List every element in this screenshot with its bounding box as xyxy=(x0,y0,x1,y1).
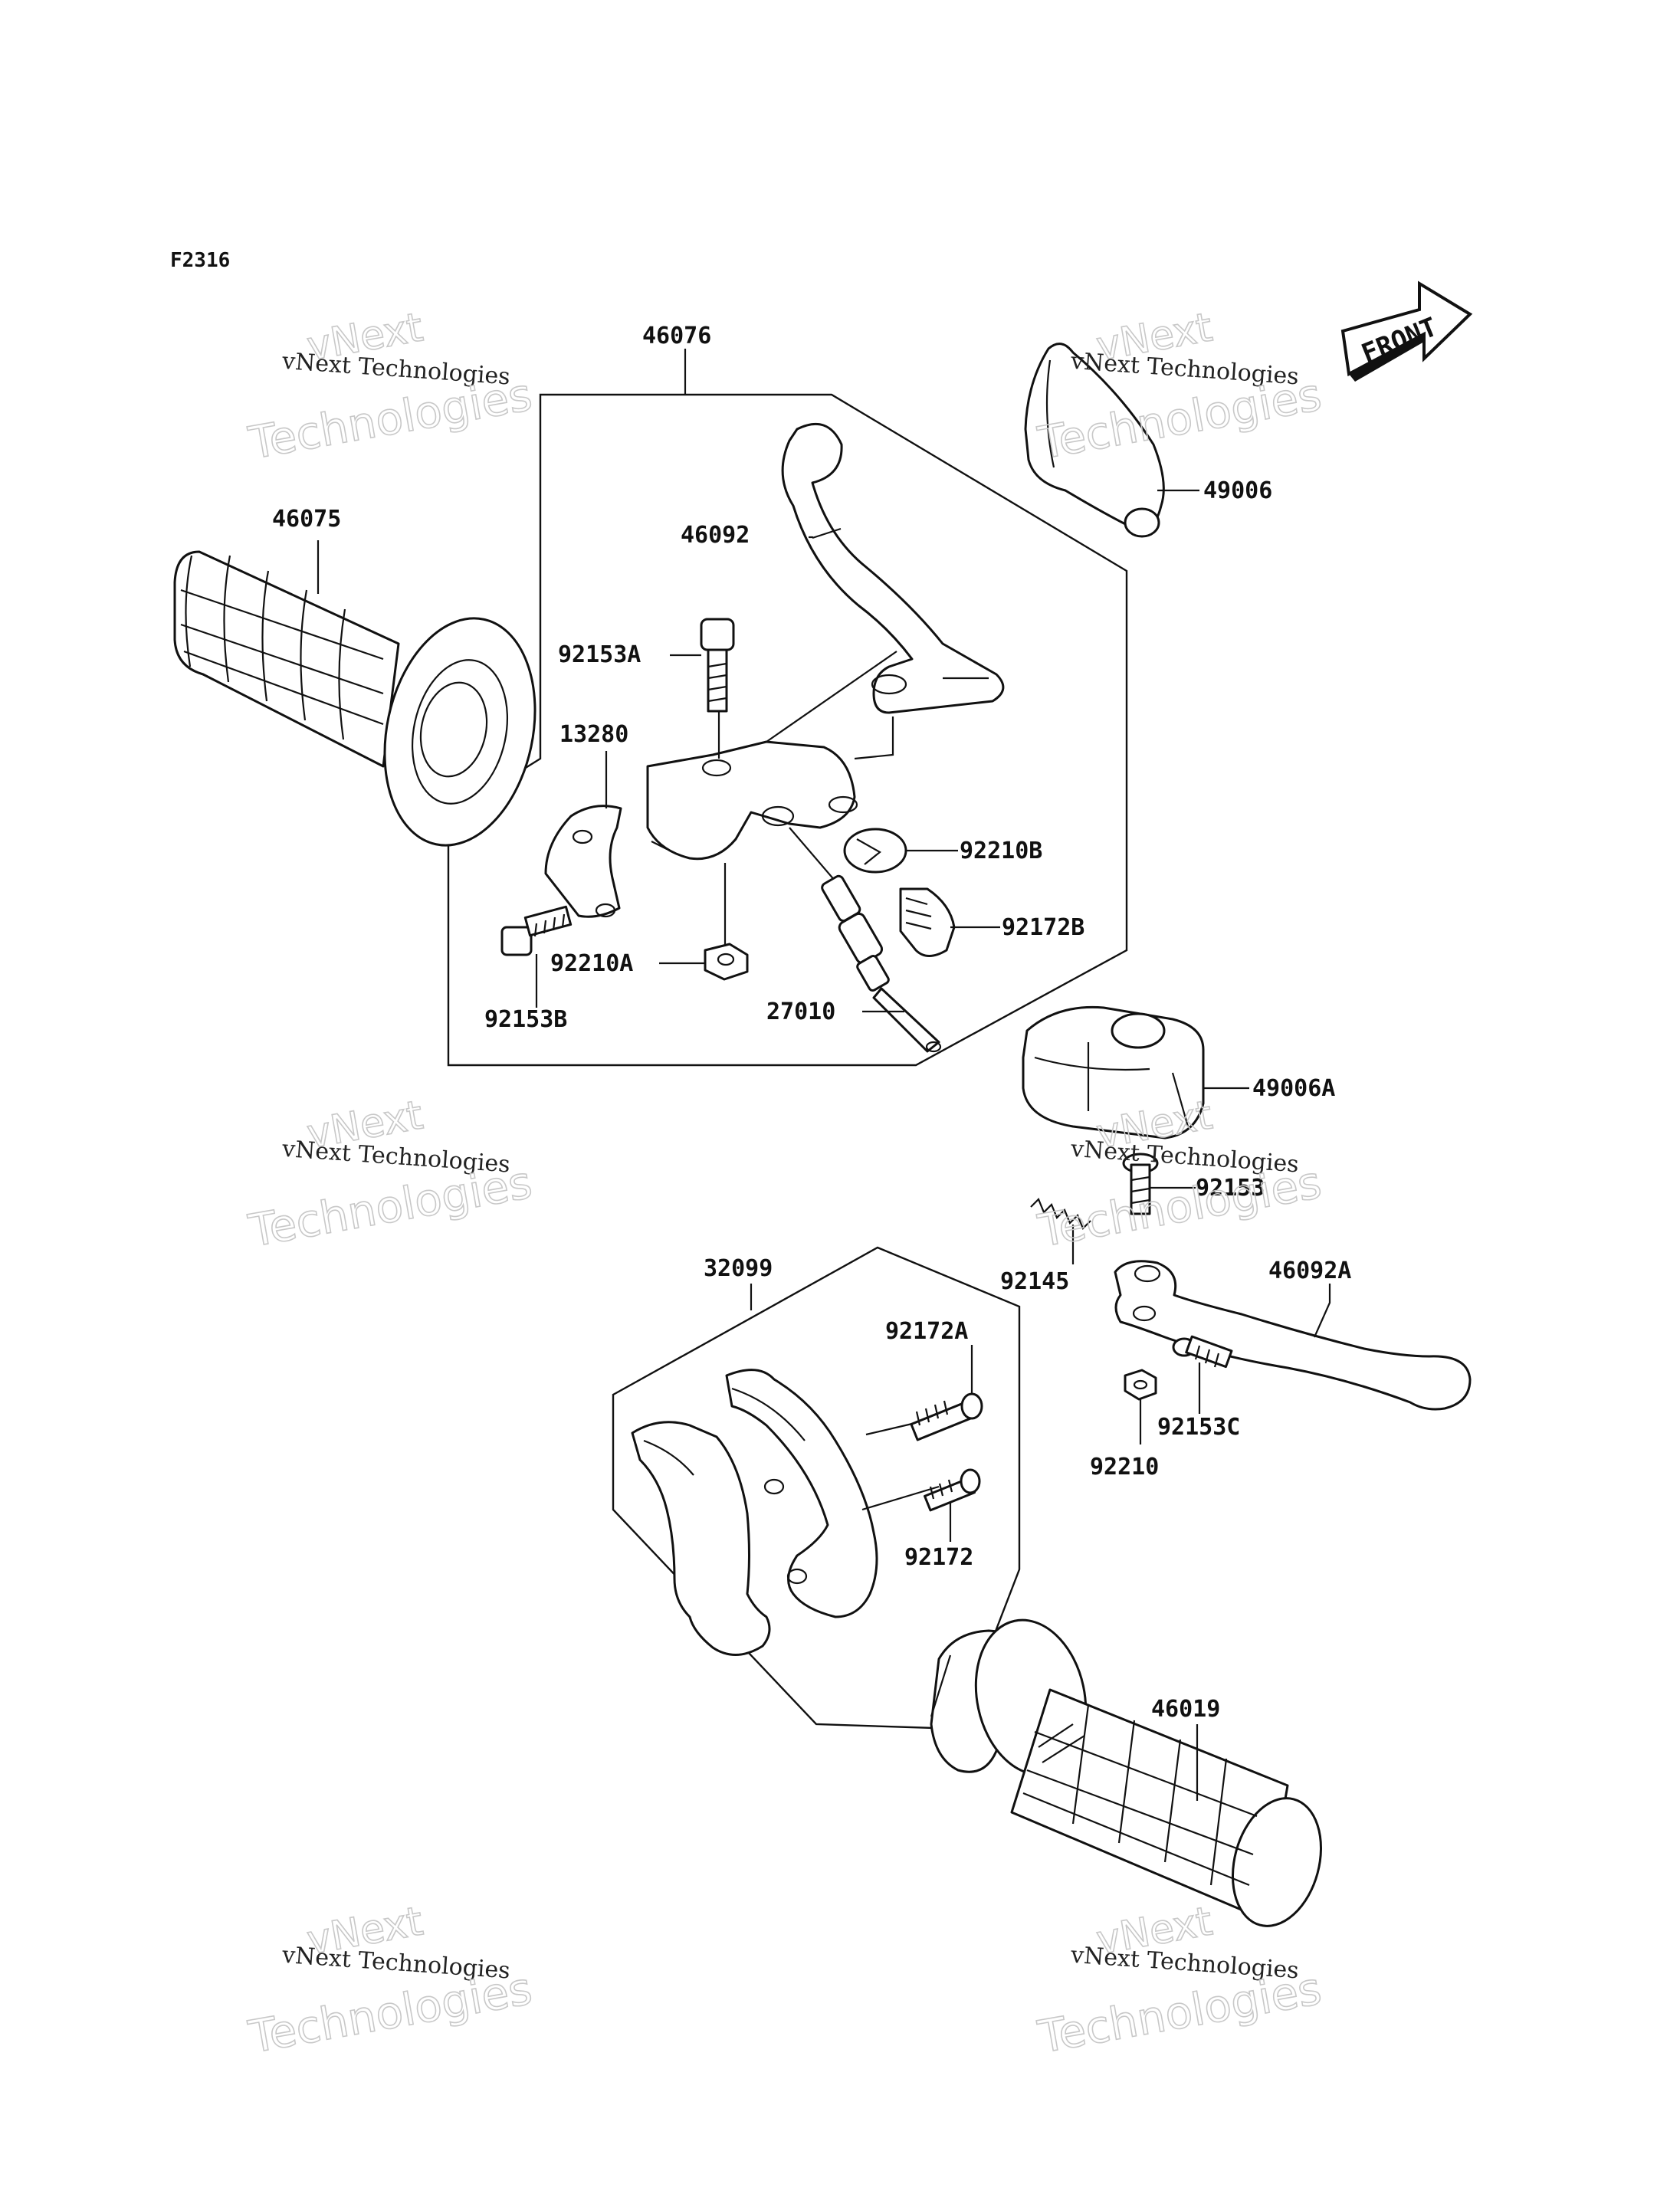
svg-text:Technologies: Technologies xyxy=(1034,1156,1325,1258)
leader-lines xyxy=(317,349,1331,1801)
bolt-92153A xyxy=(700,618,735,713)
bolt-92153B xyxy=(500,905,573,956)
label-46092A: 46092A xyxy=(1268,1258,1351,1284)
lever-46092 xyxy=(781,422,1005,714)
adjuster-92210B xyxy=(843,828,907,874)
nut-92210A xyxy=(704,943,749,981)
label-13280: 13280 xyxy=(559,721,628,748)
label-92153C: 92153C xyxy=(1157,1414,1240,1441)
spring-92145 xyxy=(1030,1198,1091,1230)
screw-92172A xyxy=(910,1392,983,1441)
watermark-middle-left: vNext vNext Technologies Technologies xyxy=(244,1092,536,1258)
clutch-holder xyxy=(646,740,858,861)
grip-46019 xyxy=(930,1618,1323,1927)
screw-92172 xyxy=(924,1468,981,1512)
label-49006: 49006 xyxy=(1203,477,1272,504)
label-46092: 46092 xyxy=(681,522,750,549)
bolt-92153C xyxy=(1172,1335,1233,1369)
label-46019: 46019 xyxy=(1151,1696,1220,1723)
cover-49006A xyxy=(1022,1005,1205,1139)
label-92210A: 92210A xyxy=(550,950,633,977)
label-46075: 46075 xyxy=(272,506,341,533)
adjuster-92172B xyxy=(899,887,956,957)
label-46076: 46076 xyxy=(642,323,711,349)
svg-text:Technologies: Technologies xyxy=(244,1963,536,2064)
grip-46075 xyxy=(173,550,536,847)
label-92210: 92210 xyxy=(1090,1454,1159,1481)
svg-text:Technologies: Technologies xyxy=(244,1156,536,1258)
front-arrow-icon: FRONT xyxy=(1340,280,1473,382)
nut-92210 xyxy=(1124,1369,1157,1401)
label-32099: 32099 xyxy=(704,1255,773,1282)
clamp-13280 xyxy=(544,805,622,918)
watermark-bottom-left: vNext vNext Technologies Technologies xyxy=(244,1898,536,2064)
cable-27010 xyxy=(789,827,942,1053)
figure-code: F2316 xyxy=(170,249,230,272)
watermark-top-left: vNext vNext Technologies Technologies xyxy=(244,304,536,471)
label-92153: 92153 xyxy=(1196,1175,1265,1202)
label-92172B: 92172B xyxy=(1002,914,1084,941)
label-92153B: 92153B xyxy=(484,1006,567,1033)
label-49006A: 49006A xyxy=(1252,1075,1335,1102)
label-92153A: 92153A xyxy=(558,641,641,668)
label-92172A: 92172A xyxy=(885,1318,968,1345)
svg-text:Technologies: Technologies xyxy=(1034,1963,1325,2064)
label-92145: 92145 xyxy=(1000,1268,1069,1295)
label-27010: 27010 xyxy=(766,998,835,1025)
cover-49006 xyxy=(1024,343,1165,538)
label-92210B: 92210B xyxy=(960,838,1042,864)
bolt-92153 xyxy=(1122,1153,1159,1215)
svg-text:Technologies: Technologies xyxy=(244,369,536,470)
part-labels: 46076 46075 46092 92153A 13280 92210B 92… xyxy=(272,323,1351,1723)
housing-32099 xyxy=(631,1369,878,1656)
label-92172: 92172 xyxy=(904,1544,973,1571)
